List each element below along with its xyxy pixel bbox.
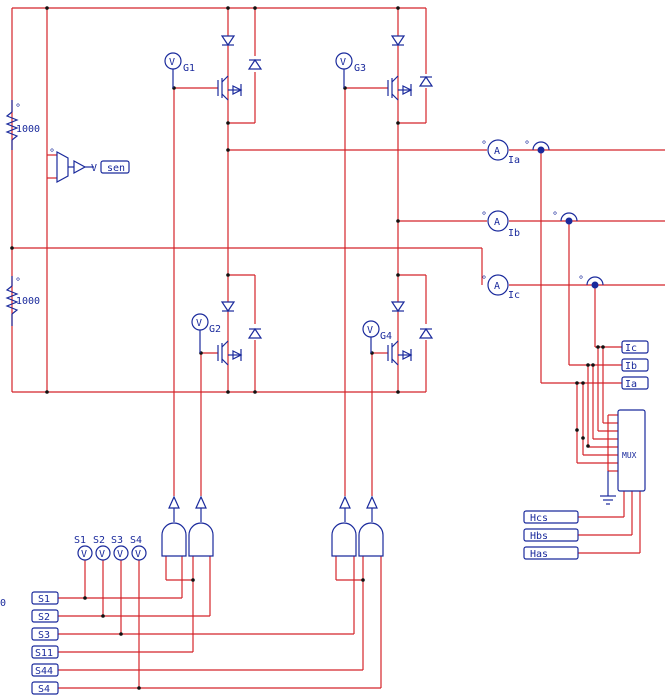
tag-hbs bbox=[523, 528, 579, 542]
voltmeter-g1-label: G1 bbox=[183, 63, 195, 74]
tag-s2 bbox=[31, 609, 59, 623]
current-sensor-c: ° bbox=[578, 275, 604, 289]
svg-text:V: V bbox=[81, 549, 87, 560]
voltmeter-g1: V G1 bbox=[164, 52, 195, 88]
svg-text:A: A bbox=[494, 146, 500, 157]
voltmeter-g2: V G2 bbox=[191, 313, 221, 353]
igbt-g1 bbox=[217, 35, 263, 101]
sw-meter-s4-label: S4 bbox=[130, 535, 142, 546]
tag-s3-label: S3 bbox=[38, 630, 50, 641]
tag-s44-label: S44 bbox=[35, 666, 53, 677]
tag-hcs bbox=[523, 510, 579, 524]
sen-tag-label: sen bbox=[107, 163, 125, 174]
wiring bbox=[11, 7, 665, 689]
and-gate-3 bbox=[331, 522, 357, 557]
tag-hcs-label: Hcs bbox=[530, 513, 548, 524]
ammeter-ic-label: Ic bbox=[508, 290, 520, 301]
mux-label: MUX bbox=[622, 451, 637, 460]
and-gate-2 bbox=[188, 522, 214, 557]
svg-text:°: ° bbox=[481, 211, 487, 222]
svg-text:°: ° bbox=[552, 211, 558, 222]
voltmeter-g2-label: G2 bbox=[209, 324, 221, 335]
current-sensor-b: ° bbox=[552, 211, 578, 225]
tag-ia-label: Ia bbox=[625, 379, 637, 390]
resistor-top: ° 1000 bbox=[5, 100, 40, 150]
svg-text:V: V bbox=[99, 549, 105, 560]
mux-block: MUX bbox=[600, 409, 646, 505]
resistor-bottom-value: 1000 bbox=[16, 296, 40, 307]
tag-s11 bbox=[31, 645, 59, 659]
tag-s2-label: S2 bbox=[38, 612, 50, 623]
tag-hbs-label: Hbs bbox=[530, 531, 548, 542]
voltmeter-g3: V G3 bbox=[335, 52, 366, 88]
tag-s11-label: S11 bbox=[35, 648, 53, 659]
svg-text:°: ° bbox=[15, 103, 21, 114]
igbt-g2 bbox=[217, 301, 263, 366]
and-gate-1 bbox=[161, 522, 187, 557]
svg-text:°: ° bbox=[49, 148, 55, 159]
edge-fragment: 0 bbox=[0, 598, 6, 609]
tag-s44 bbox=[31, 663, 59, 677]
svg-text:V: V bbox=[367, 325, 373, 336]
tag-s4 bbox=[31, 681, 59, 695]
tag-s3 bbox=[31, 627, 59, 641]
tag-ic-label: Ic bbox=[625, 343, 637, 354]
svg-text:°: ° bbox=[481, 275, 487, 286]
mux-input-tags: Ic Ib Ia bbox=[621, 340, 649, 390]
tag-ib-label: Ib bbox=[625, 361, 637, 372]
switch-tags: S1 S2 S3 S11 S44 S4 bbox=[31, 591, 59, 695]
tag-ia bbox=[621, 376, 649, 390]
resistor-bottom: ° 1000 bbox=[5, 276, 40, 326]
svg-text:°: ° bbox=[481, 140, 487, 151]
voltmeter-g4-label: G4 bbox=[380, 331, 392, 342]
svg-text:V: V bbox=[169, 57, 175, 68]
resistor-top-value: 1000 bbox=[16, 124, 40, 135]
svg-text:A: A bbox=[494, 217, 500, 228]
svg-text:V: V bbox=[340, 57, 346, 68]
current-sensor-a: ° bbox=[524, 140, 550, 154]
svg-text:V: V bbox=[196, 318, 202, 329]
voltmeter-g4: V G4 bbox=[362, 320, 392, 353]
ammeter-ib: A ° Ib bbox=[481, 210, 520, 239]
and-gate-4 bbox=[358, 522, 384, 557]
tag-s4-label: S4 bbox=[38, 684, 50, 695]
tag-s1 bbox=[31, 591, 59, 605]
svg-text:V: V bbox=[117, 549, 123, 560]
hall-tags: Hcs Hbs Has bbox=[523, 510, 579, 560]
igbt-g3 bbox=[387, 35, 434, 101]
svg-text:°: ° bbox=[15, 277, 21, 288]
tag-has bbox=[523, 546, 579, 560]
sw-meter-s1-label: S1 bbox=[74, 535, 86, 546]
sw-meter-s3-label: S3 bbox=[111, 535, 123, 546]
ammeter-ia-label: Ia bbox=[508, 155, 520, 166]
svg-text:A: A bbox=[494, 281, 500, 292]
junction-dots bbox=[10, 6, 605, 690]
voltage-sensor: ° V sen bbox=[49, 148, 130, 184]
switch-voltmeters: S1 S2 S3 S4 V V V V bbox=[74, 535, 147, 561]
ammeter-ia: A ° Ia bbox=[481, 139, 520, 166]
ammeter-ib-label: Ib bbox=[508, 228, 520, 239]
igbt-g4 bbox=[387, 301, 434, 366]
and-gates bbox=[161, 495, 384, 557]
sen-tag bbox=[100, 160, 130, 174]
tag-ic bbox=[621, 340, 649, 354]
tag-s1-label: S1 bbox=[38, 594, 50, 605]
svg-text:°: ° bbox=[524, 140, 530, 151]
ammeter-ic: A ° Ic bbox=[481, 274, 520, 301]
tag-ib bbox=[621, 358, 649, 372]
tag-has-label: Has bbox=[530, 549, 548, 560]
svg-text:°: ° bbox=[578, 275, 584, 286]
voltmeter-symbol: V bbox=[91, 163, 97, 174]
sw-meter-s2-label: S2 bbox=[93, 535, 105, 546]
svg-text:V: V bbox=[135, 549, 141, 560]
voltmeter-g3-label: G3 bbox=[354, 63, 366, 74]
